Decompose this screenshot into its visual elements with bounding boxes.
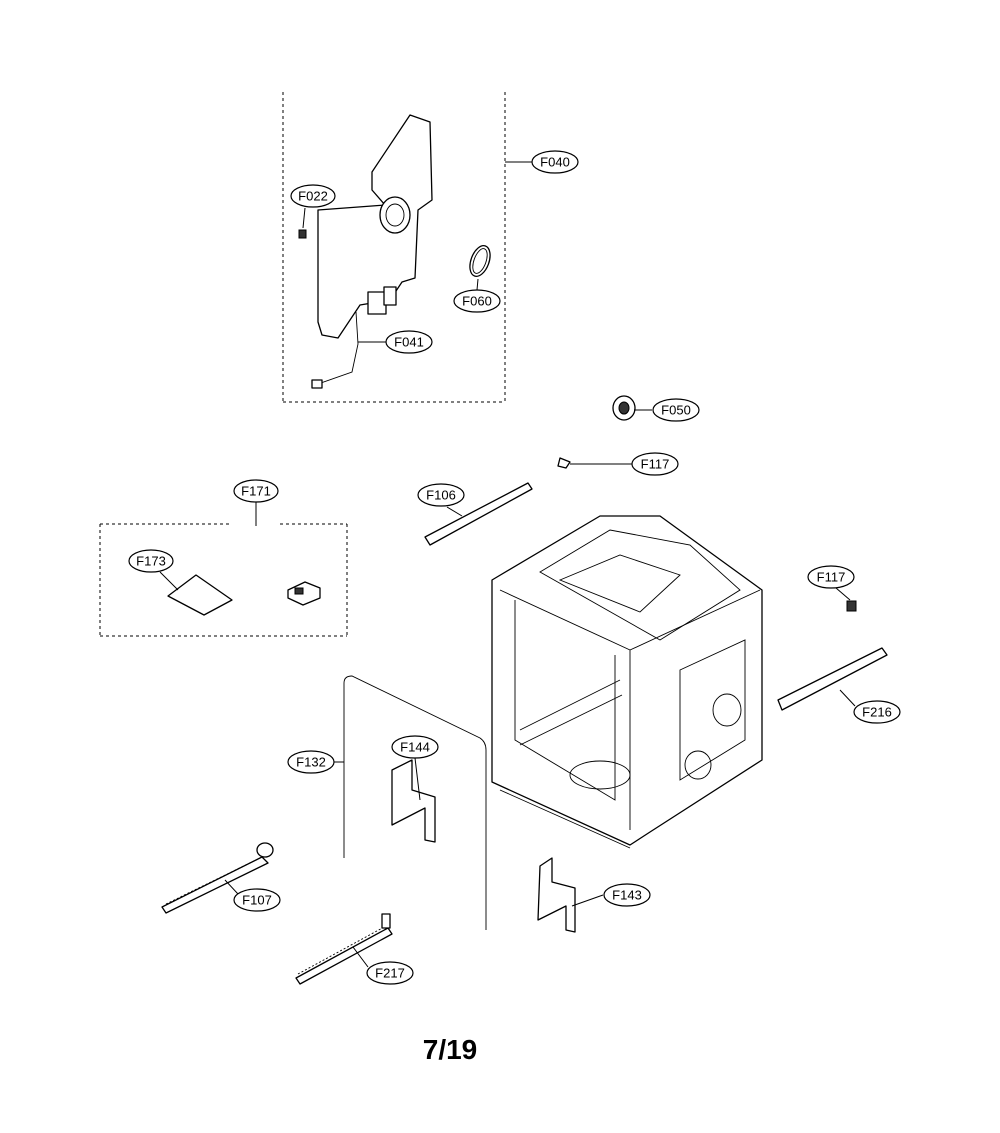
callout-label: F041 — [394, 335, 424, 350]
group-box-f040 — [282, 92, 533, 403]
clip-part-f117-right — [835, 587, 857, 612]
rack-rail-part-f107 — [161, 842, 274, 914]
hinge-part-f144 — [391, 757, 436, 843]
callout-f117-top: F117 — [631, 452, 679, 476]
hose-part-f041 — [311, 311, 387, 389]
callout-f171: F171 — [233, 479, 279, 503]
callout-label: F022 — [298, 189, 328, 204]
bracket-part-f171 — [287, 581, 321, 606]
callout-label: F132 — [296, 755, 326, 770]
callout-f117-right: F117 — [807, 565, 855, 589]
callout-f040: F040 — [531, 150, 579, 174]
callout-label: F060 — [462, 294, 492, 309]
callout-label: F216 — [862, 705, 892, 720]
callout-label: F217 — [375, 966, 405, 981]
callout-f217: F217 — [366, 961, 414, 985]
screw-part-f022 — [298, 207, 307, 239]
callout-label: F117 — [817, 570, 846, 585]
cap-part-f050 — [612, 395, 652, 421]
callout-f173: F173 — [128, 549, 174, 573]
rail-part-f106 — [424, 482, 533, 546]
callout-label: F144 — [400, 740, 430, 755]
callout-label: F143 — [612, 888, 642, 903]
callout-label: F107 — [242, 893, 272, 908]
rail-part-f216 — [777, 647, 888, 711]
callout-label: F050 — [661, 403, 691, 418]
callout-label: F173 — [136, 554, 166, 569]
tub-part — [491, 515, 763, 849]
oring-part-f060 — [469, 245, 491, 291]
callout-f050: F050 — [652, 398, 700, 422]
callout-f041: F041 — [385, 330, 433, 354]
card-part-f173 — [159, 571, 233, 616]
callout-label: F040 — [540, 155, 570, 170]
spray-manifold-part — [317, 114, 433, 339]
callout-label: F106 — [426, 488, 456, 503]
callout-f143: F143 — [603, 883, 651, 907]
callout-f107: F107 — [233, 888, 281, 912]
callout-label: F171 — [241, 484, 271, 499]
callout-f144: F144 — [391, 735, 439, 759]
hinge-part-f143 — [537, 857, 604, 933]
rack-rail-part-f217 — [295, 913, 393, 985]
page-number: 7/19 — [422, 1034, 478, 1065]
group-box-f171 — [99, 502, 348, 637]
callout-f106: F106 — [417, 483, 465, 507]
callout-f216: F216 — [853, 700, 901, 724]
callout-f060: F060 — [453, 289, 501, 313]
callout-label: F117 — [641, 457, 670, 472]
clip-part-f117-top — [557, 457, 632, 469]
callout-f132: F132 — [287, 750, 335, 774]
callout-f022: F022 — [290, 184, 336, 208]
